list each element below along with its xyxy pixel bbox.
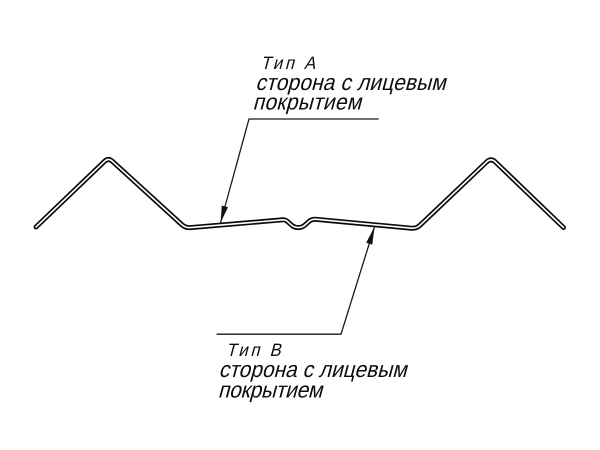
svg-text:покрытием: покрытием bbox=[251, 90, 366, 115]
svg-text:сторона с лицевым: сторона с лицевым bbox=[254, 70, 451, 95]
svg-text:Тип В: Тип В bbox=[225, 340, 288, 360]
svg-text:Тип А: Тип А bbox=[259, 53, 322, 73]
svg-text:сторона с лицевым: сторона с лицевым bbox=[217, 357, 412, 382]
svg-text:покрытием: покрытием bbox=[216, 377, 327, 402]
